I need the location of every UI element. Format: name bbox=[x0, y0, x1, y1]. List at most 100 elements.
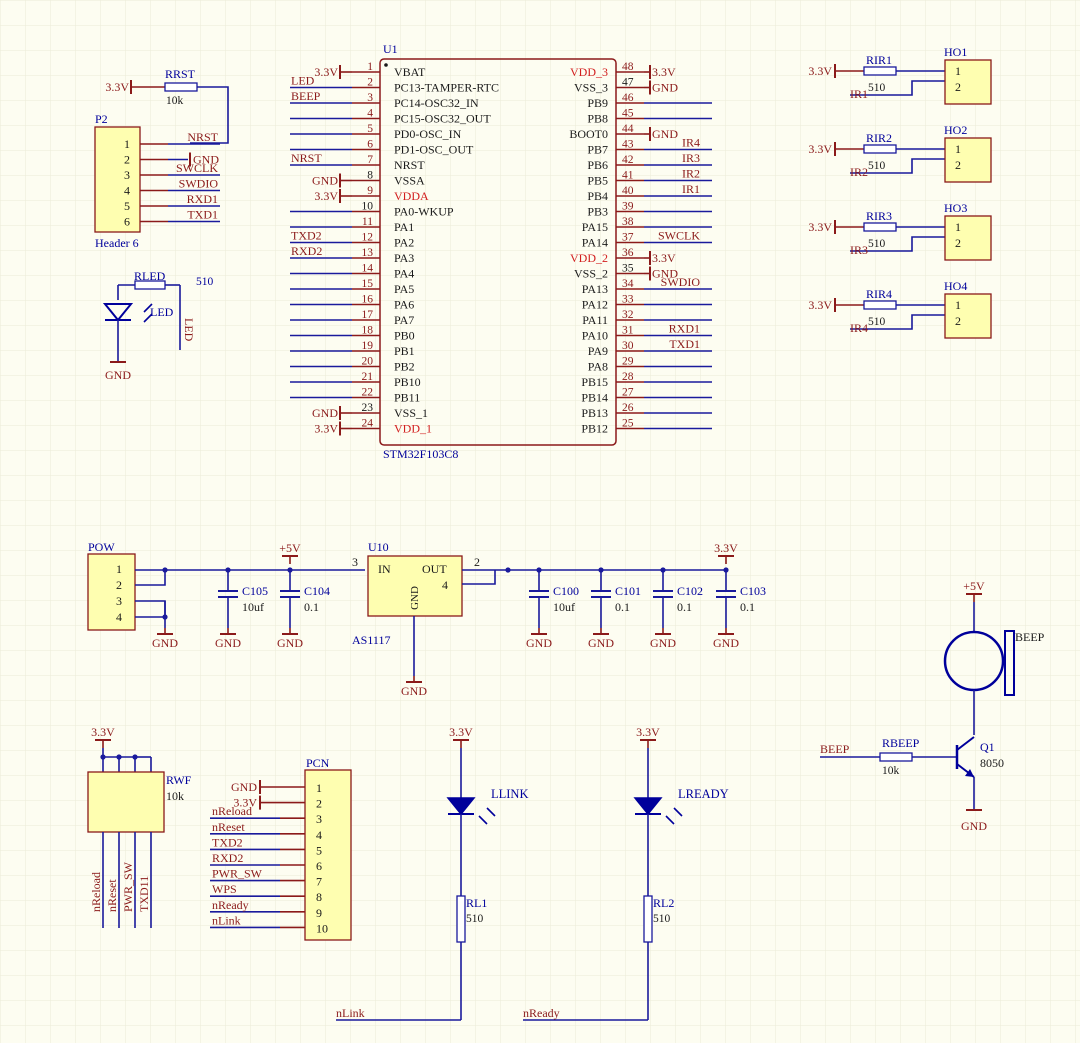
res-value: 510 bbox=[653, 913, 671, 925]
res-ref: RIR2 bbox=[866, 131, 892, 145]
pin-number: 36 bbox=[622, 247, 634, 259]
gnd-label: GND bbox=[588, 636, 614, 650]
pin-number: 27 bbox=[622, 387, 634, 399]
pin-name: PA7 bbox=[394, 313, 414, 327]
port-net: 3.3V bbox=[233, 796, 257, 810]
connector-ref: HO3 bbox=[944, 201, 967, 215]
cap-value: 0.1 bbox=[740, 600, 755, 614]
pin-number: 16 bbox=[362, 294, 374, 306]
connector-pin: 2 bbox=[316, 797, 322, 811]
port-net: GND bbox=[652, 127, 678, 141]
res-value: 510 bbox=[868, 238, 886, 250]
pin-number: 24 bbox=[362, 418, 374, 430]
res-ref: RIR1 bbox=[866, 53, 892, 67]
regulator-part: AS1117 bbox=[352, 633, 390, 647]
led-triangle bbox=[633, 797, 663, 816]
pin-name: NRST bbox=[394, 158, 425, 172]
res-value: 10k bbox=[882, 765, 900, 777]
pin-name: VSS_3 bbox=[574, 81, 608, 95]
connector-pin: 1 bbox=[116, 562, 122, 576]
pin-number: 32 bbox=[622, 309, 634, 321]
connector-ref: HO2 bbox=[944, 123, 967, 137]
pin-name: PA11 bbox=[582, 313, 608, 327]
led-arrow bbox=[143, 313, 153, 323]
pin-name: VDDA bbox=[394, 189, 429, 203]
connector-pin: 2 bbox=[955, 80, 961, 94]
pin-name: VBAT bbox=[394, 65, 426, 79]
supply-label: 3.3V bbox=[636, 725, 660, 739]
net-label: IR2 bbox=[682, 167, 700, 181]
port-net: 3.3V bbox=[652, 251, 676, 265]
res-ref: RL2 bbox=[653, 896, 674, 910]
ir-wire bbox=[850, 80, 945, 96]
pin-number: 17 bbox=[362, 309, 374, 321]
connector-pin: 3 bbox=[116, 594, 122, 608]
ir-wire bbox=[850, 158, 945, 174]
sensor-connector-body bbox=[944, 59, 992, 105]
pin-number: 7 bbox=[367, 154, 373, 166]
header-pin-number: 1 bbox=[124, 137, 130, 151]
net-label: RXD1 bbox=[187, 192, 218, 206]
sensor-connector-body bbox=[944, 293, 992, 339]
pin-name: PB8 bbox=[587, 112, 608, 126]
port-net: 3.3V bbox=[105, 80, 129, 94]
connector-pin: 6 bbox=[316, 859, 322, 873]
net-label: TXD2 bbox=[291, 229, 322, 243]
pin-number: 28 bbox=[622, 371, 634, 383]
rnet-net-label: nReset bbox=[105, 879, 119, 912]
cap-value: 0.1 bbox=[304, 600, 319, 614]
pin-name: PB9 bbox=[587, 96, 608, 110]
rnet-net-label: TXD11 bbox=[137, 876, 151, 912]
mcu-ref: U1 bbox=[383, 42, 398, 56]
pin-name: PA6 bbox=[394, 298, 414, 312]
pin-number: 11 bbox=[362, 216, 373, 228]
pin-number: 4 bbox=[442, 578, 448, 592]
reset-resistor: 3.3V RRST 10k bbox=[105, 67, 229, 144]
pin-name: VDD_2 bbox=[570, 251, 608, 265]
net-label: WPS bbox=[212, 882, 237, 896]
connector-pin: 3 bbox=[316, 812, 322, 826]
junction-dot bbox=[162, 567, 168, 573]
net-label: IR1 bbox=[682, 182, 700, 196]
net-label: BEEP bbox=[820, 742, 850, 756]
pin-name: PA8 bbox=[588, 360, 608, 374]
ir-wire bbox=[850, 236, 945, 252]
port-net: 3.3V bbox=[808, 142, 832, 156]
pin-name: PA9 bbox=[588, 344, 608, 358]
pin-number: 3 bbox=[367, 92, 373, 104]
supply-label: 3.3V bbox=[91, 725, 115, 739]
connector-pin: 5 bbox=[316, 843, 322, 857]
net-label: BEEP bbox=[291, 89, 321, 103]
sensor-resistor bbox=[863, 300, 897, 310]
pin-name: PA14 bbox=[582, 236, 608, 250]
header-pin-number: 2 bbox=[124, 153, 130, 167]
res-ref: RRST bbox=[165, 67, 196, 81]
pin-number: 46 bbox=[622, 92, 634, 104]
net-label: IR3 bbox=[682, 151, 700, 165]
led-arrow bbox=[673, 807, 683, 817]
sensor-resistor bbox=[863, 222, 897, 232]
pin-name: PA0-WKUP bbox=[394, 205, 454, 219]
mcu-body bbox=[379, 58, 617, 446]
port-net: 3.3V bbox=[652, 65, 676, 79]
gnd-label: GND bbox=[215, 636, 241, 650]
net-label: TXD1 bbox=[669, 337, 700, 351]
connector-pin: 1 bbox=[955, 220, 961, 234]
regulator-pin-gnd: GND bbox=[409, 586, 421, 610]
port-net: 3.3V bbox=[808, 298, 832, 312]
pin-name: PD0-OSC_IN bbox=[394, 127, 462, 141]
res-value: 10k bbox=[166, 95, 184, 107]
net-label: TXD2 bbox=[212, 835, 243, 849]
res-value: 510 bbox=[868, 316, 886, 328]
led-arrow bbox=[665, 815, 675, 825]
connector-pcn: PCN1GND23.3V3nReload4nReset5TXD26RXD27PW… bbox=[210, 756, 352, 941]
transistor-ref: Q1 bbox=[980, 740, 995, 754]
pin-number: 38 bbox=[622, 216, 634, 228]
res-ref: RL1 bbox=[466, 896, 487, 910]
